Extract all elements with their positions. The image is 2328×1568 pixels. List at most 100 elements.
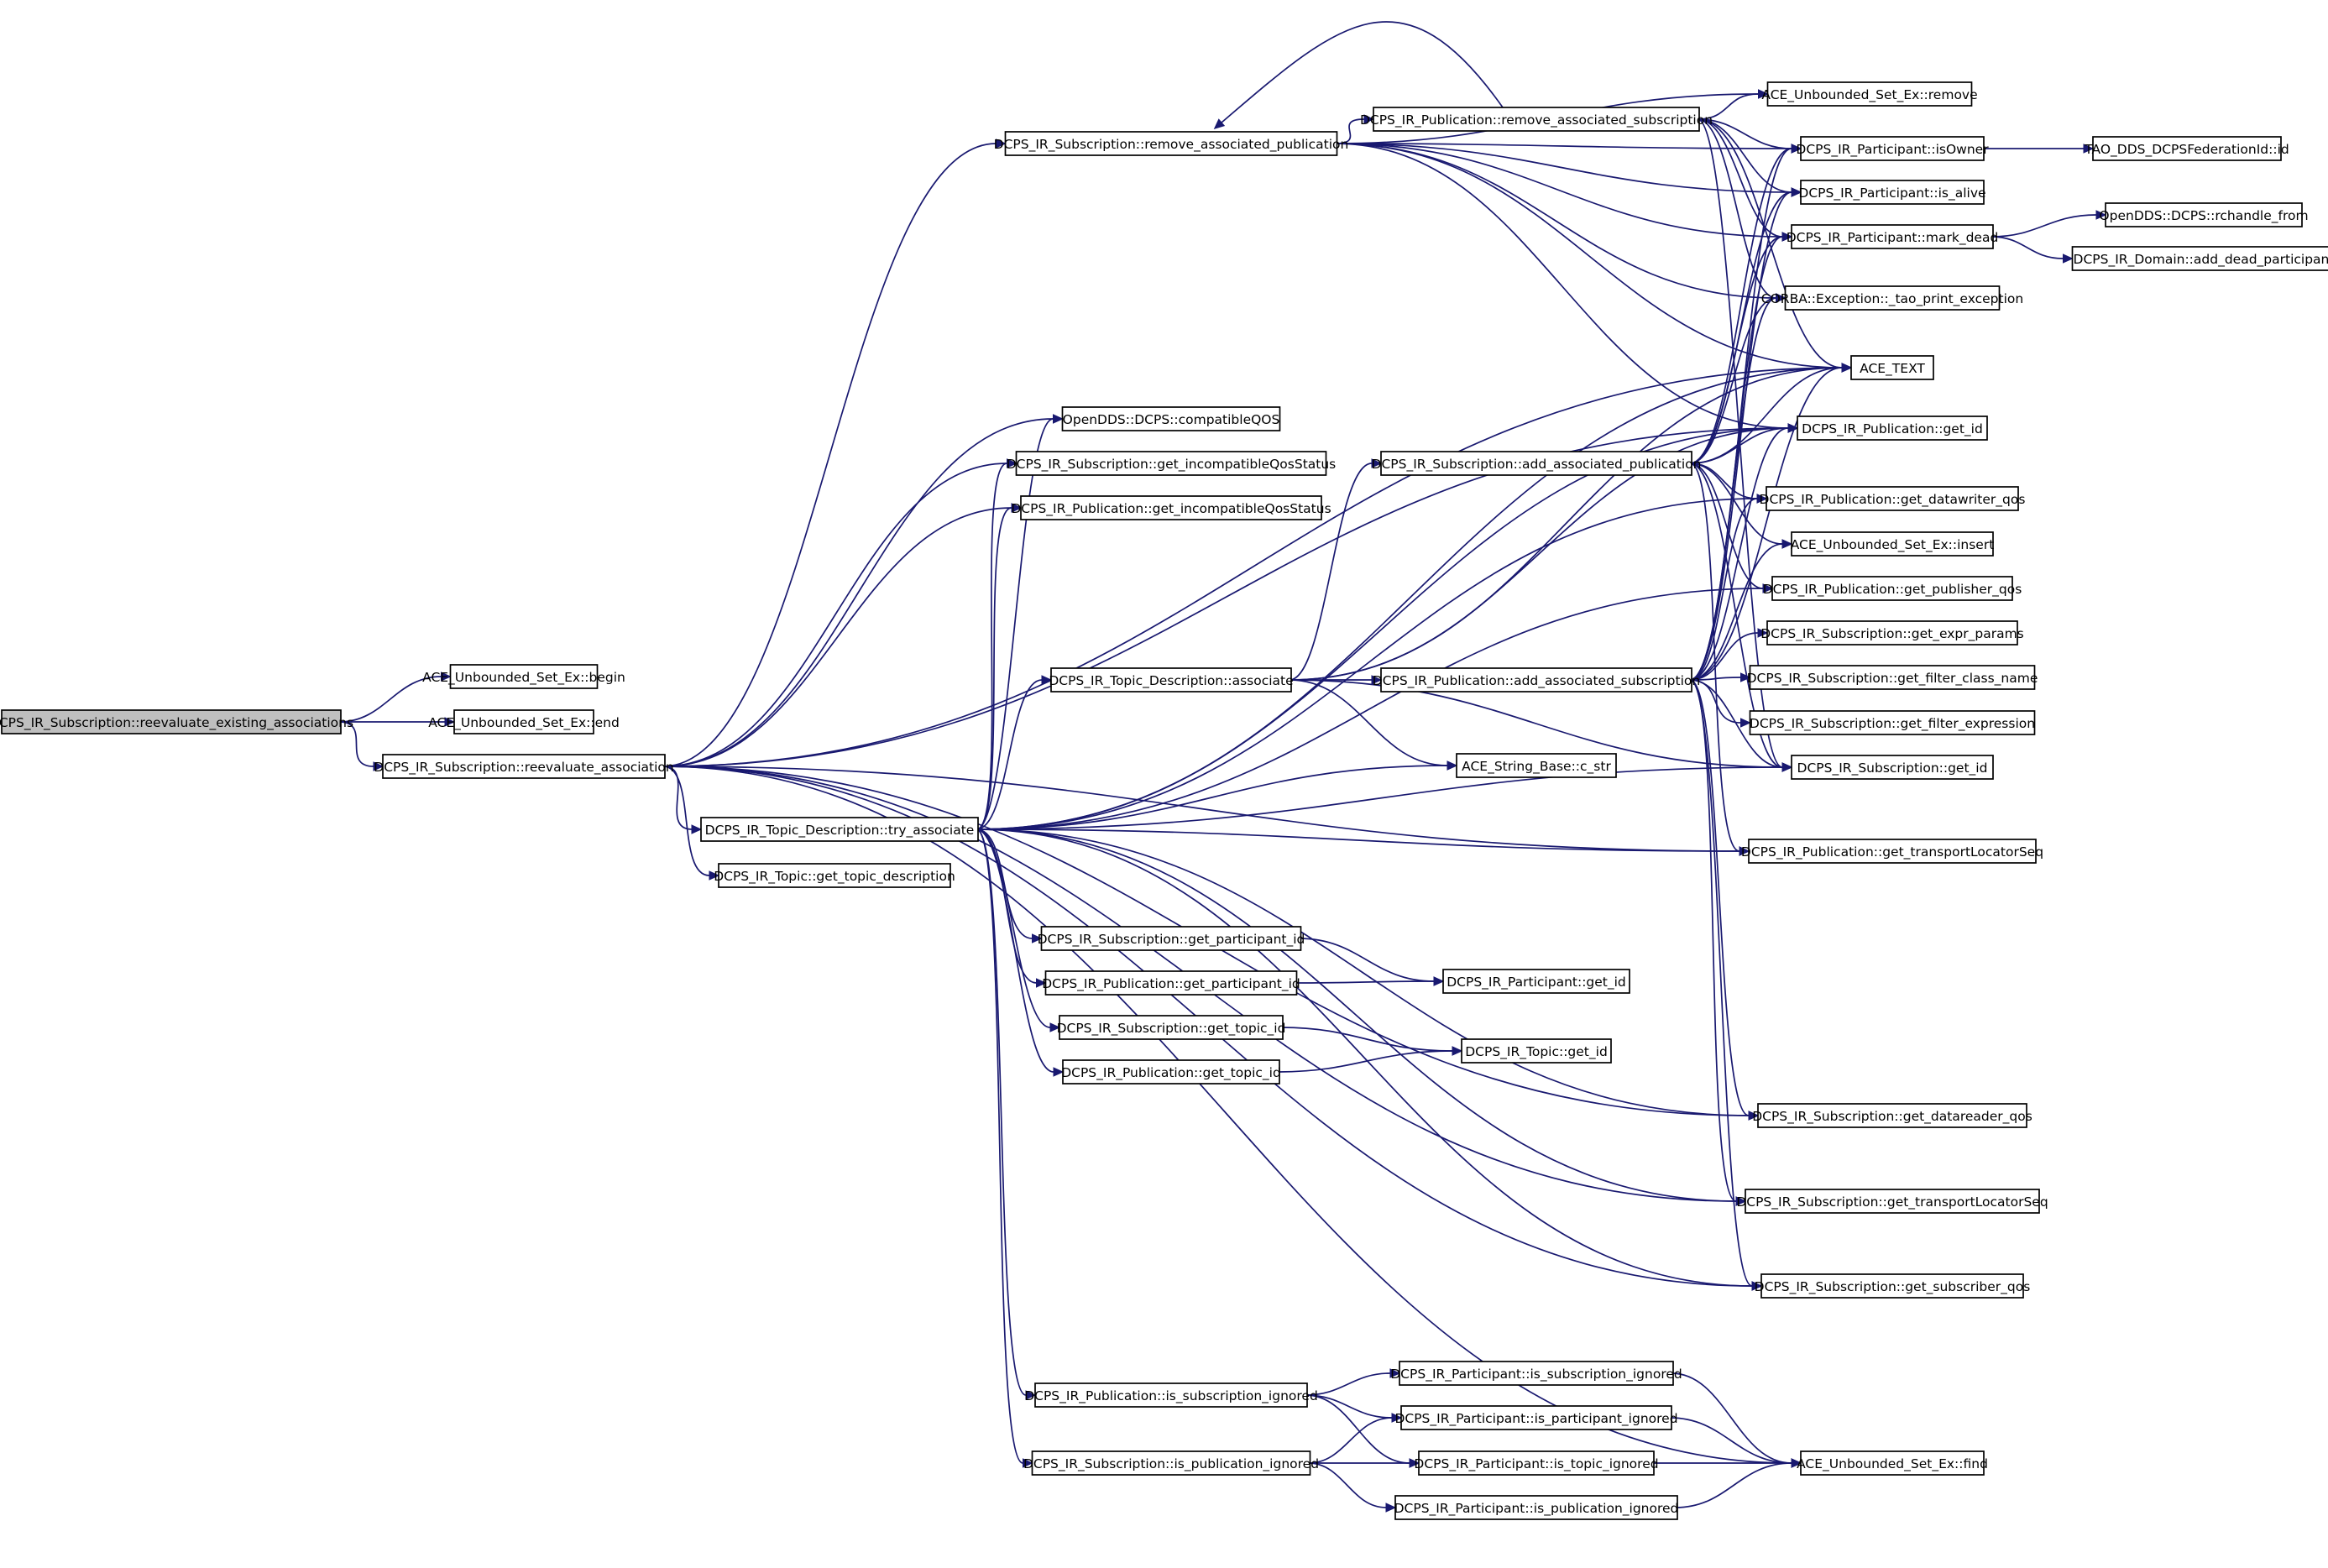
node-box: [1791, 224, 1994, 249]
node-sub-is-pub-ignored[interactable]: DCPS_IR_Subscription::is_publication_ign…: [1023, 1450, 1319, 1476]
node-sub-get-transport[interactable]: DCPS_IR_Subscription::get_transportLocat…: [1736, 1189, 2048, 1214]
arrowhead-reevaluate-association-to-topic-get-desc: [709, 870, 720, 881]
node-pub-get-transport[interactable]: DCPS_IR_Publication::get_transportLocato…: [1741, 839, 2043, 864]
node-compatibleQOS[interactable]: OpenDDS::DCPS::compatibleQOS: [1061, 406, 1281, 431]
arrowhead-part-isOwner-to-fed-id: [2083, 144, 2095, 154]
node-box: [1399, 1361, 1674, 1386]
arrowhead-sub-is-pub-ignored-to-part-is-pub-ignored: [1385, 1503, 1397, 1513]
node-set-end[interactable]: ACE_Unbounded_Set_Ex::end: [428, 709, 620, 734]
node-pub-is-sub-ignored[interactable]: DCPS_IR_Publication::is_subscription_ign…: [1024, 1382, 1318, 1408]
edge-sub-is-pub-ignored-to-part-is-pub-ignored: [1308, 1462, 1387, 1508]
node-add-dead-participant[interactable]: DCPS_IR_Domain::add_dead_participant: [2071, 246, 2328, 271]
node-box: [2105, 202, 2303, 227]
node-part-is-sub-ignored[interactable]: DCPS_IR_Participant::is_subscription_ign…: [1390, 1361, 1682, 1386]
node-box: [1749, 710, 2036, 735]
arrowhead-try-associate-to-sub-get-participant-id: [1032, 933, 1043, 943]
edge-try-associate-to-sub-get-incompat: [976, 463, 1007, 830]
node-part-is-pub-ignored[interactable]: DCPS_IR_Participant::is_publication_igno…: [1394, 1495, 1679, 1520]
edge-reevaluate-association-to-pub-get-transport: [662, 766, 1740, 852]
node-sub-get-filter-expression[interactable]: DCPS_IR_Subscription::get_filter_express…: [1749, 710, 2036, 735]
node-sub-get-filter-class-name[interactable]: DCPS_IR_Subscription::get_filter_class_n…: [1747, 665, 2038, 690]
node-label: TAO_DDS_DCPSFederationId::id: [2084, 142, 2289, 158]
node-sub-remove-assoc-pub[interactable]: DCPS_IR_Subscription::remove_associated_…: [994, 131, 1349, 156]
node-part-is-part-ignored[interactable]: DCPS_IR_Participant::is_participant_igno…: [1394, 1405, 1678, 1430]
edge-pub-is-sub-ignored-to-part-is-topic-ignored: [1305, 1394, 1410, 1464]
edge-reevaluate-association-to-sub-remove-assoc-pub: [662, 143, 997, 767]
node-sub-get-datareader-qos[interactable]: DCPS_IR_Subscription::get_datareader_qos: [1752, 1103, 2032, 1128]
node-box: [1040, 926, 1302, 951]
node-part-is-topic-ignored[interactable]: DCPS_IR_Participant::is_topic_ignored: [1414, 1450, 1659, 1476]
node-box: [2092, 136, 2282, 161]
node-set-find[interactable]: ACE_Unbounded_Set_Ex::find: [1797, 1450, 1988, 1476]
node-pub-remove-assoc-sub[interactable]: DCPS_IR_Publication::remove_associated_s…: [1360, 107, 1713, 132]
arrowhead-part-mark-dead-to-rchandle-from: [2095, 210, 2107, 220]
arrowhead-pub-get-participant-id-to-part-get-id: [1433, 976, 1445, 986]
edge-reevaluate-association-to-pub-get-id: [662, 427, 1789, 767]
node-part-get-id[interactable]: DCPS_IR_Participant::get_id: [1442, 969, 1630, 994]
node-box: [1757, 1103, 2027, 1128]
edge-sub-add-assoc-pub-to-sub-get-id: [1689, 463, 1783, 768]
node-sub-get-id[interactable]: DCPS_IR_Subscription::get_id: [1791, 755, 1994, 780]
node-topic-get-id[interactable]: DCPS_IR_Topic::get_id: [1461, 1038, 1612, 1064]
edge-try-associate-to-pub-get-incompat: [976, 507, 1012, 830]
arrowhead-pub-add-assoc-sub-to-sub-get-filter-expression: [1740, 718, 1751, 728]
node-label: DCPS_IR_Publication::get_id: [1802, 421, 1983, 437]
arrowhead-try-associate-to-sub-get-incompat: [1007, 458, 1018, 468]
node-pub-get-incompat[interactable]: DCPS_IR_Publication::get_incompatibleQos…: [1011, 495, 1331, 520]
node-reevaluate-existing-associations[interactable]: DCPS_IR_Subscription::reevaluate_existin…: [0, 709, 353, 734]
node-pub-get-publisher-qos[interactable]: DCPS_IR_Publication::get_publisher_qos: [1763, 576, 2022, 601]
node-fed-id[interactable]: TAO_DDS_DCPSFederationId::id: [2084, 136, 2289, 161]
node-part-mark-dead[interactable]: DCPS_IR_Participant::mark_dead: [1787, 224, 1999, 249]
node-sub-get-incompat[interactable]: DCPS_IR_Subscription::get_incompatibleQo…: [1007, 451, 1337, 476]
node-label: DCPS_IR_Participant::is_publication_igno…: [1394, 1501, 1679, 1517]
node-reevaluate-association[interactable]: DCPS_IR_Subscription::reevaluate_associa…: [374, 754, 674, 779]
node-string-c-str[interactable]: ACE_String_Base::c_str: [1456, 753, 1617, 778]
arrowhead-topic-desc-associate-to-pub-add-assoc-sub: [1371, 675, 1383, 685]
edge-try-associate-to-pub-is-sub-ignored: [976, 828, 1027, 1396]
node-box: [2071, 246, 2328, 271]
node-box: [700, 817, 979, 842]
edge-try-associate-to-topic-desc-associate: [976, 679, 1043, 830]
node-sub-get-topic-id[interactable]: DCPS_IR_Subscription::get_topic_id: [1057, 1015, 1286, 1040]
node-pub-get-topic-id[interactable]: DCPS_IR_Publication::get_topic_id: [1061, 1059, 1281, 1085]
node-box: [1797, 416, 1988, 441]
node-box: [1800, 1450, 1985, 1476]
node-try-associate[interactable]: DCPS_IR_Topic_Description::try_associate: [700, 817, 979, 842]
node-label: ACE_Unbounded_Set_Ex::find: [1797, 1456, 1988, 1472]
node-box: [1760, 1273, 2024, 1299]
edge-reevaluate-association-to-pub-get-incompat: [662, 507, 1012, 767]
node-sub-get-subscriber-qos[interactable]: DCPS_IR_Subscription::get_subscriber_qos: [1755, 1273, 2031, 1299]
arrowhead-pub-add-assoc-sub-to-sub-get-id: [1781, 762, 1793, 772]
node-set-insert[interactable]: ACE_Unbounded_Set_Ex::insert: [1791, 531, 1995, 557]
node-part-isOwner[interactable]: DCPS_IR_Participant::isOwner: [1796, 136, 1989, 161]
node-sub-add-assoc-pub[interactable]: DCPS_IR_Subscription::add_associated_pub…: [1372, 451, 1702, 476]
edge-pub-is-sub-ignored-to-part-is-sub-ignored: [1305, 1372, 1391, 1396]
node-set-remove[interactable]: ACE_Unbounded_Set_Ex::remove: [1761, 81, 1978, 107]
node-box: [1380, 667, 1692, 693]
node-pub-get-participant-id[interactable]: DCPS_IR_Publication::get_participant_id: [1042, 970, 1300, 996]
node-label: DCPS_IR_Participant::is_topic_ignored: [1414, 1456, 1658, 1472]
edge-pub-add-assoc-sub-to-pub-get-id: [1689, 427, 1789, 681]
node-set-begin[interactable]: ACE_Unbounded_Set_Ex::begin: [422, 664, 625, 689]
node-pub-add-assoc-sub[interactable]: DCPS_IR_Publication::add_associated_subs…: [1373, 667, 1700, 693]
node-topic-get-desc[interactable]: DCPS_IR_Topic::get_topic_description: [714, 863, 955, 888]
arrowhead-try-associate-to-pub-is-sub-ignored: [1025, 1390, 1037, 1400]
node-sub-get-expr-params[interactable]: DCPS_IR_Subscription::get_expr_params: [1760, 620, 2024, 645]
edge-topic-desc-associate-to-sub-add-assoc-pub: [1289, 463, 1373, 681]
node-ace-text[interactable]: ACE_TEXT: [1850, 355, 1934, 380]
node-topic-desc-associate[interactable]: DCPS_IR_Topic_Description::associate: [1049, 667, 1294, 693]
node-label: DCPS_IR_Publication::add_associated_subs…: [1373, 673, 1700, 689]
node-pub-get-datawriter-qos[interactable]: DCPS_IR_Publication::get_datawriter_qos: [1760, 486, 2026, 511]
node-box: [1749, 665, 2036, 690]
node-label: DCPS_IR_Participant::get_id: [1446, 975, 1626, 990]
function-nodes: DCPS_IR_Subscription::reevaluate_existin…: [0, 81, 2328, 1520]
node-sub-get-participant-id[interactable]: DCPS_IR_Subscription::get_participant_id: [1038, 926, 1305, 951]
node-box: [1791, 531, 1994, 557]
arrowhead-pub-add-assoc-sub-to-pub-get-datawriter-qos: [1756, 494, 1768, 504]
node-tao-print-exception[interactable]: CORBA::Exception::_tao_print_exception: [1761, 285, 2023, 311]
node-pub-get-id[interactable]: DCPS_IR_Publication::get_id: [1797, 416, 1988, 441]
node-rchandle-from[interactable]: OpenDDS::DCPS::rchandle_from: [2099, 202, 2309, 227]
node-label: DCPS_IR_Subscription::get_datareader_qos: [1752, 1109, 2032, 1125]
edge-sub-remove-assoc-pub-to-pub-remove-assoc-sub: [1335, 118, 1365, 144]
node-part-is-alive[interactable]: DCPS_IR_Participant::is_alive: [1798, 180, 1986, 205]
